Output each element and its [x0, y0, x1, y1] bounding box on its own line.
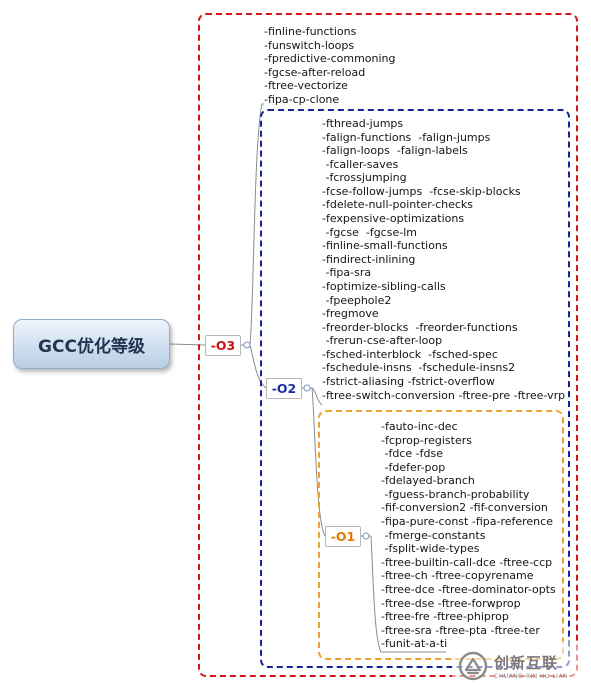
- o2-flag-item: -fcrossjumping: [322, 171, 407, 185]
- o3-flag-item: -ftree-vectorize: [264, 79, 348, 93]
- o2-flag-item: -fregmove: [322, 307, 379, 321]
- o2-flag-item: -fschedule-insns -fschedule-insns2: [322, 361, 516, 375]
- o3-flag-item: -fipa-cp-clone: [264, 92, 340, 106]
- o2-flag-list: -fthread-jumps-falign-functions -falign-…: [322, 117, 565, 402]
- o1-flag-item: -ftree-sra -ftree-pta -ftree-ter: [381, 623, 540, 637]
- level-o3-label: -O3: [210, 338, 236, 353]
- watermark-text-cn: 创新互联: [494, 653, 559, 672]
- level-o2-node[interactable]: -O2: [266, 378, 302, 399]
- o1-flag-list: -fauto-inc-dec-fcprop-registers -fdce -f…: [381, 420, 556, 651]
- o2-flag-item: -fipa-sra: [322, 266, 372, 280]
- o2-flag-item: -ftree-switch-conversion -ftree-pre -ftr…: [322, 388, 566, 402]
- watermark: 创新互联 CHUANG XIN HU LIAN: [452, 641, 591, 690]
- o1-flag-item: -fsplit-wide-types: [381, 542, 480, 556]
- o1-flag-item: -fdelayed-branch: [381, 474, 475, 488]
- o1-group-frame: [318, 410, 564, 660]
- o1-flag-item: -fipa-pure-const -fipa-reference: [381, 515, 553, 529]
- o2-group-frame: [260, 109, 570, 668]
- o3-flag-item: -fpredictive-commoning: [264, 52, 396, 66]
- o2-flag-item: -fpeephole2: [322, 293, 392, 307]
- o2-flag-item: -falign-loops -falign-labels: [322, 144, 468, 158]
- o2-flag-item: -fsched-interblock -fsched-spec: [322, 347, 498, 361]
- level-o1-node[interactable]: -O1: [325, 526, 361, 547]
- o3-flag-item: -funswitch-loops: [264, 38, 355, 52]
- o1-flag-item: -ftree-fre -ftree-phiprop: [381, 610, 509, 624]
- root-topic-label: GCC优化等级: [38, 336, 145, 357]
- brand-logo-icon: [458, 651, 488, 680]
- o3-flag-item: -finline-functions: [264, 25, 357, 38]
- o1-flag-item: -fdce -fdse: [381, 447, 443, 461]
- o1-flag-item: -fguess-branch-probability: [381, 487, 530, 501]
- o1-flag-item: -fmerge-constants: [381, 528, 486, 542]
- o2-flag-item: -fcse-follow-jumps -fcse-skip-blocks: [322, 184, 521, 198]
- o2-flag-item: -frerun-cse-after-loop: [322, 334, 443, 348]
- o2-flag-item: -fthread-jumps: [322, 117, 404, 130]
- o1-flag-item: -funit-at-a-ti: [381, 637, 448, 651]
- o2-flag-item: -fgcse -fgcse-lm: [322, 225, 417, 239]
- o1-flag-item: -ftree-dce -ftree-dominator-opts: [381, 582, 556, 596]
- level-o2-label: -O2: [271, 381, 297, 396]
- o2-flag-item: -fcaller-saves: [322, 157, 399, 171]
- o1-flag-item: -fdefer-pop: [381, 460, 446, 474]
- o2-flag-item: -findirect-inlining: [322, 252, 416, 266]
- o1-flag-item: -fauto-inc-dec: [381, 420, 458, 433]
- o2-flag-item: -fdelete-null-pointer-checks: [322, 198, 474, 212]
- o3-flag-list: -finline-functions-funswitch-loops-fpred…: [264, 25, 396, 106]
- root-topic[interactable]: GCC优化等级: [13, 319, 170, 369]
- o2-flag-item: -fstrict-aliasing -fstrict-overflow: [322, 374, 495, 388]
- o1-flag-item: -ftree-builtin-call-dce -ftree-ccp: [381, 555, 553, 569]
- o2-flag-item: -falign-functions -falign-jumps: [322, 130, 491, 144]
- o2-flag-item: -finline-small-functions: [322, 239, 448, 253]
- o1-flag-item: -fcprop-registers: [381, 433, 472, 447]
- level-o1-label: -O1: [330, 529, 356, 544]
- o1-flag-item: -ftree-ch -ftree-copyrename: [381, 569, 534, 583]
- o2-flag-item: -fexpensive-optimizations: [322, 212, 465, 226]
- o1-flag-item: -ftree-dse -ftree-forwprop: [381, 596, 521, 610]
- watermark-text-en: CHUANG XIN HU LIAN: [494, 672, 569, 680]
- level-o3-node[interactable]: -O3: [205, 335, 241, 356]
- o3-group-frame: [198, 13, 578, 677]
- o2-flag-item: -freorder-blocks -freorder-functions: [322, 320, 518, 334]
- o3-flag-item: -fgcse-after-reload: [264, 65, 366, 79]
- o2-flag-item: -foptimize-sibling-calls: [322, 279, 446, 293]
- o1-flag-item: -fif-conversion2 -fif-conversion: [381, 501, 548, 515]
